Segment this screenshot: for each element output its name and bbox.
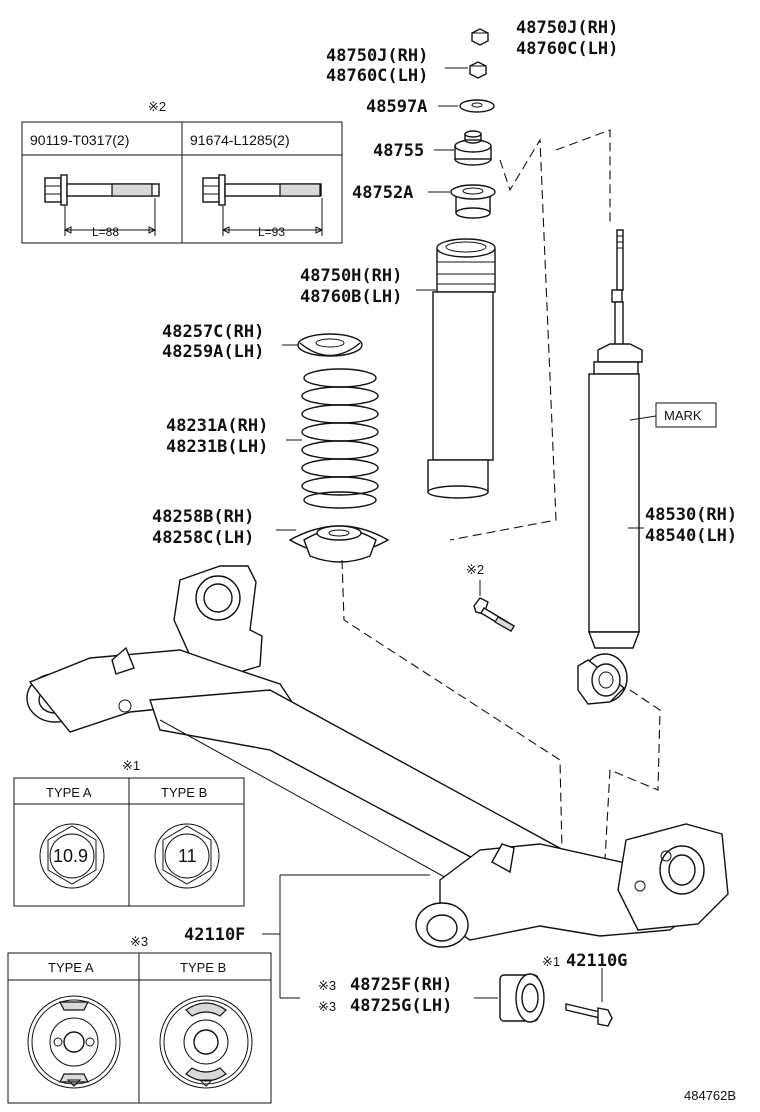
cushion-drawing	[454, 130, 492, 166]
shock-absorber-label-lh: 48540(LH)	[645, 526, 737, 546]
mark-callout-label: MARK	[664, 408, 702, 423]
bolt-42110g-mark: ※1	[542, 954, 560, 969]
bump-boot-label-rh: 48750H(RH)	[300, 266, 402, 286]
bolt-91674-drawing	[202, 174, 324, 236]
cushion-label: 48755	[373, 141, 424, 161]
bolt-42110g-drawing	[565, 1003, 613, 1027]
shock-absorber-label-rh: 48530(RH)	[645, 505, 737, 525]
bolt-42110g-label: 42110G	[566, 951, 627, 971]
mark-callout-box	[655, 402, 717, 428]
nut-top-label-lh: 48760C(LH)	[516, 39, 618, 59]
coil-spring-label-lh: 48231B(LH)	[166, 437, 268, 457]
shock-absorber-drawing	[577, 229, 643, 705]
nut-second-drawing	[469, 61, 487, 79]
bolt-table-col1: 90119-T0317(2)	[30, 132, 129, 148]
spring-upper-seat-drawing	[297, 333, 363, 357]
bump-boot-drawing	[427, 238, 496, 499]
spring-lower-seat-drawing	[288, 525, 390, 563]
bushing-mark-rh: ※3	[318, 978, 336, 993]
bolt-table-col2: 91674-L1285(2)	[190, 132, 290, 148]
cushion-lower-label: 48752A	[352, 183, 413, 203]
nut-table-type-a: TYPE A	[46, 785, 92, 800]
shock-bolt-drawing	[473, 597, 515, 632]
bushing-type-b-drawing	[159, 995, 253, 1089]
bushing-mark-lh: ※3	[318, 999, 336, 1014]
shock-bolt-mark: ※2	[466, 562, 484, 577]
bushing-table-mark: ※3	[130, 934, 148, 949]
nut-top-label-rh: 48750J(RH)	[516, 18, 618, 38]
bolt-90119-drawing	[44, 174, 160, 236]
washer-drawing	[459, 99, 495, 113]
bushing-label-rh: 48725F(RH)	[350, 975, 452, 995]
bushing-table-type-b: TYPE B	[180, 960, 226, 975]
spring-upper-seat-label-rh: 48257C(RH)	[162, 322, 264, 342]
coil-spring-drawing	[301, 368, 379, 509]
bushing-table-type-a: TYPE A	[48, 960, 94, 975]
nut-type-a-value: 10.9	[53, 846, 88, 866]
bushing-label-lh: 48725G(LH)	[350, 996, 452, 1016]
bushing-drawing	[499, 973, 545, 1023]
bolt-table-mark: ※2	[148, 99, 166, 114]
cushion-lower-drawing	[450, 184, 496, 219]
axle-beam-label: 42110F	[184, 925, 245, 945]
spring-upper-seat-label-lh: 48259A(LH)	[162, 342, 264, 362]
axle-beam-drawing	[26, 565, 729, 948]
figure-id: 484762B	[684, 1088, 736, 1103]
spring-lower-seat-label-rh: 48258B(RH)	[152, 507, 254, 527]
bolt-1-length: L=88	[92, 225, 119, 239]
washer-label: 48597A	[366, 97, 427, 117]
nut-type-b-value: 11	[178, 846, 197, 866]
bolt-2-length: L=93	[258, 225, 285, 239]
alignment-lines	[341, 129, 661, 871]
nut-top-drawing	[471, 28, 489, 46]
bump-boot-label-lh: 48760B(LH)	[300, 287, 402, 307]
nut-second-label-rh: 48750J(RH)	[326, 46, 428, 66]
nut-type-b-drawing	[154, 823, 220, 889]
spring-lower-seat-label-lh: 48258C(LH)	[152, 528, 254, 548]
nut-second-label-lh: 48760C(LH)	[326, 66, 428, 86]
nut-table-type-b: TYPE B	[161, 785, 207, 800]
nut-type-a-drawing	[39, 823, 105, 889]
coil-spring-label-rh: 48231A(RH)	[166, 416, 268, 436]
nut-table-mark: ※1	[122, 758, 140, 773]
bushing-type-a-drawing	[27, 995, 121, 1089]
